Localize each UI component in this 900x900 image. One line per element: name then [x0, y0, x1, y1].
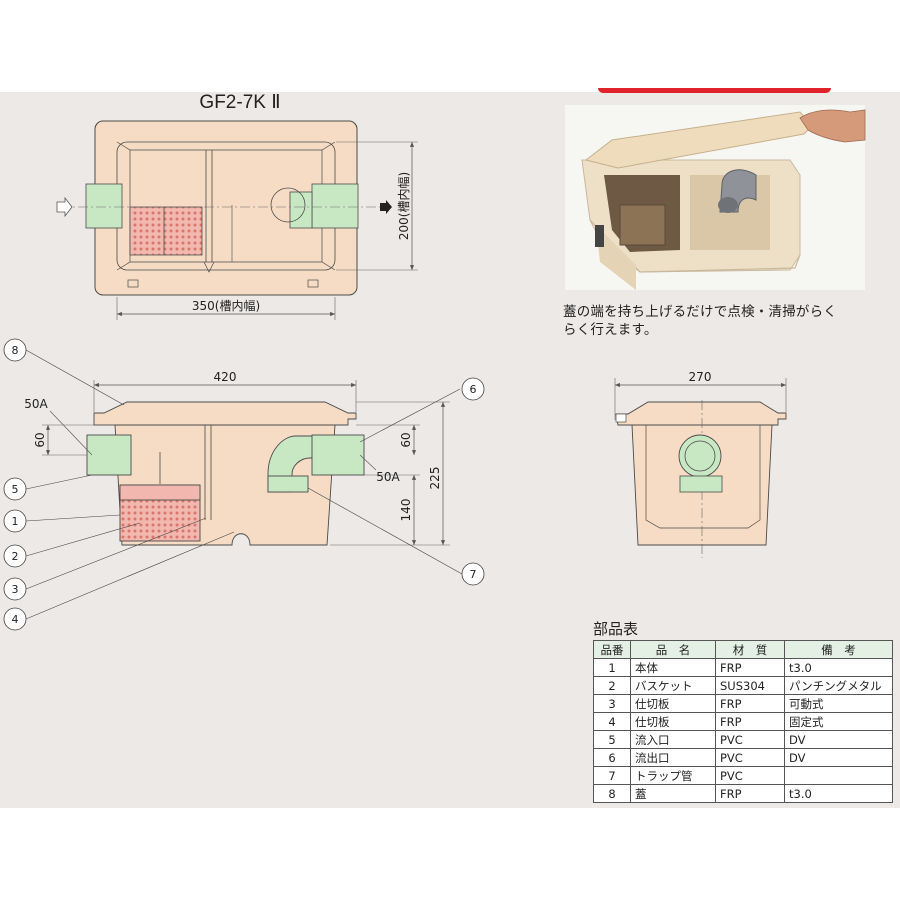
- side-view: 270: [614, 370, 787, 558]
- dim-60-right: 60: [399, 432, 413, 447]
- dim-60-left: 60: [33, 432, 47, 447]
- dim-225: 225: [428, 467, 442, 490]
- callouts: 8 5 1 2 3 4 6 7: [3, 338, 485, 631]
- cell-note: t3.0: [784, 784, 893, 803]
- callout-5: 5: [12, 483, 19, 496]
- cell-note: DV: [784, 730, 893, 749]
- photo-caption: 蓋の端を持ち上げるだけで点検・清掃がらく らく行えます。: [563, 303, 883, 339]
- outlet-arrow-icon: [380, 200, 392, 214]
- cell-name: 流入口: [630, 730, 716, 749]
- cell-no: 5: [593, 730, 631, 749]
- cell-note: DV: [784, 748, 893, 767]
- cell-no: 6: [593, 748, 631, 767]
- cell-no: 2: [593, 676, 631, 695]
- lid-front: [93, 401, 357, 426]
- dim-350: 350(槽内幅): [192, 298, 260, 313]
- cell-name: 蓋: [630, 784, 716, 803]
- cell-name: 仕切板: [630, 712, 716, 731]
- cell-note: t3.0: [784, 658, 893, 677]
- caption-line-2: らく行えます。: [563, 322, 658, 338]
- basket-top: [129, 206, 203, 256]
- outlet-pipe-top: [311, 183, 359, 229]
- inlet-arrow-icon: [56, 196, 73, 218]
- accent-bar: [598, 88, 831, 93]
- cell-no: 8: [593, 784, 631, 803]
- outlet-size-label: 50A: [376, 470, 400, 484]
- cell-note: パンチングメタル: [784, 676, 893, 695]
- cell-material: FRP: [715, 712, 785, 731]
- cell-name: バスケット: [630, 676, 716, 695]
- front-view: 420 225 140 60 60 50A: [24, 370, 450, 546]
- hand-image: [799, 109, 866, 143]
- caption-line-1: 蓋の端を持ち上げるだけで点検・清掃がらく: [563, 304, 837, 320]
- cell-material: FRP: [715, 694, 785, 713]
- cell-note: 固定式: [784, 712, 893, 731]
- product-photo: [565, 105, 866, 290]
- callout-3: 3: [12, 583, 19, 596]
- cell-note: [784, 766, 893, 785]
- callout-8: 8: [12, 344, 19, 357]
- cell-no: 4: [593, 712, 631, 731]
- header-material: 材 質: [715, 640, 785, 659]
- cell-material: PVC: [715, 766, 785, 785]
- dim-140: 140: [399, 499, 413, 522]
- outlet-pipe-front: [311, 434, 365, 476]
- cell-no: 1: [593, 658, 631, 677]
- cell-name: 仕切板: [630, 694, 716, 713]
- cell-name: 流出口: [630, 748, 716, 767]
- dim-420: 420: [214, 370, 237, 384]
- cell-material: SUS304: [715, 676, 785, 695]
- dim-270: 270: [689, 370, 712, 384]
- cell-name: 本体: [630, 658, 716, 677]
- inlet-pipe-top: [85, 183, 123, 229]
- cell-note: 可動式: [784, 694, 893, 713]
- dim-200: 200(槽内幅): [396, 172, 411, 240]
- callout-6: 6: [470, 383, 477, 396]
- callout-2: 2: [12, 550, 19, 563]
- header-note: 備 考: [784, 640, 893, 659]
- cell-material: FRP: [715, 658, 785, 677]
- inlet-pipe-front: [86, 434, 132, 476]
- lid-side: [615, 401, 787, 426]
- model-title: GF2-7K Ⅱ: [199, 92, 280, 113]
- cell-no: 3: [593, 694, 631, 713]
- inlet-size-label: 50A: [24, 397, 48, 411]
- callout-4: 4: [12, 613, 19, 626]
- callout-1: 1: [12, 515, 19, 528]
- top-view: 350(槽内幅) 200(槽内幅): [56, 120, 418, 320]
- cell-material: PVC: [715, 730, 785, 749]
- cell-material: PVC: [715, 748, 785, 767]
- header-name: 品 名: [630, 640, 716, 659]
- cell-name: トラップ管: [630, 766, 716, 785]
- header-no: 品番: [593, 640, 631, 659]
- cell-no: 7: [593, 766, 631, 785]
- cell-material: FRP: [715, 784, 785, 803]
- parts-table-title: 部品表: [593, 620, 639, 638]
- parts-table-header: 品番 品 名 材 質 備 考: [593, 640, 893, 659]
- callout-7: 7: [470, 568, 477, 581]
